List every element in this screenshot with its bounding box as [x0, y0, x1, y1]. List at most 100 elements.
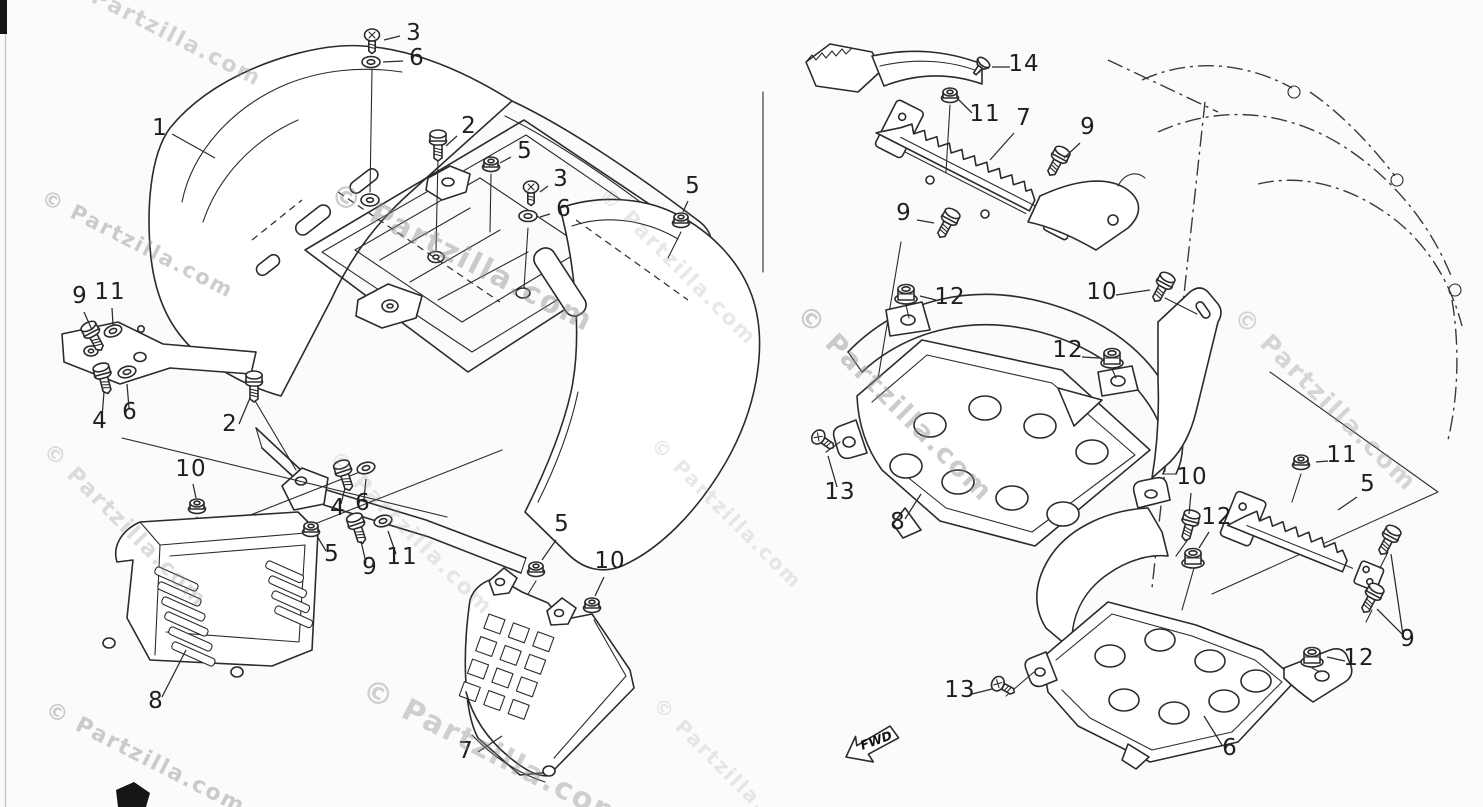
- callout-1: 1: [152, 115, 216, 159]
- scan-artifact-bottom-left: [116, 782, 150, 807]
- part-number-label: 6: [355, 490, 371, 516]
- callout-4: 4: [92, 391, 107, 434]
- part-number-label: 11: [1326, 442, 1357, 468]
- part-number-label: 4: [330, 495, 346, 521]
- leader-line: [383, 35, 401, 41]
- leader-line: [957, 98, 973, 114]
- callout-9: 9: [1376, 553, 1415, 652]
- leader-line: [477, 735, 503, 753]
- callout-6: 6: [355, 478, 371, 516]
- leader-line: [340, 487, 346, 505]
- part-number-label: 12: [1052, 337, 1083, 363]
- screw-icon: [522, 180, 540, 207]
- leader-line: [161, 649, 187, 698]
- part-number-label: 6: [556, 196, 572, 222]
- callout-11: 11: [957, 98, 1000, 127]
- callout-7: 7: [989, 105, 1031, 161]
- part-number-label: 9: [362, 554, 378, 580]
- nut-icon: [671, 212, 691, 229]
- leader-line: [1315, 460, 1329, 463]
- leader-line: [1203, 715, 1223, 746]
- bolt-icon: [931, 205, 963, 243]
- part-number-label: 9: [896, 200, 912, 226]
- callout-10: 10: [175, 456, 206, 499]
- leader-line: [541, 539, 557, 561]
- callout-11: 11: [1315, 442, 1357, 468]
- part-number-label: 10: [594, 548, 625, 574]
- leader-line: [171, 133, 216, 159]
- leader-line: [916, 219, 935, 224]
- nut-icon: [301, 521, 321, 538]
- leader-line: [387, 530, 397, 555]
- bolt-icon: [1372, 522, 1404, 560]
- callout-11: 11: [94, 279, 125, 326]
- part-number-label: 12: [1201, 504, 1232, 530]
- leader-line: [989, 132, 1015, 161]
- part-number-label: 11: [969, 101, 1000, 127]
- part-number-label: 9: [1080, 114, 1096, 140]
- part-number-label: 11: [386, 544, 417, 570]
- part-number-label: 5: [1360, 471, 1376, 497]
- callout-9: 9: [72, 283, 93, 331]
- part-number-label: 5: [517, 138, 533, 164]
- leader-line: [1326, 656, 1346, 662]
- watermark-text: © Partzilla.com: [57, 0, 265, 92]
- callout-9: 9: [1063, 114, 1096, 159]
- part-number-label: 12: [934, 284, 965, 310]
- part-number-label: 6: [409, 45, 425, 71]
- part-number-label: 3: [553, 166, 569, 192]
- bolt-icon: [344, 510, 372, 547]
- leader-line: [594, 576, 605, 597]
- bolt-icon: [1041, 143, 1073, 181]
- leader-line: [1115, 289, 1151, 296]
- callout-2: 2: [222, 397, 251, 437]
- leader-line: [192, 483, 197, 499]
- watermark-text: © Partzilla.com: [324, 447, 498, 621]
- callout-13: 13: [824, 455, 855, 505]
- leader-line: [126, 383, 130, 409]
- rear-fender-assembly-art: [61, 44, 761, 783]
- callout-4: 4: [330, 487, 346, 521]
- part-number-label: 9: [72, 283, 88, 309]
- leader-line: [1081, 356, 1100, 359]
- nut-icon: [940, 87, 960, 104]
- leader-line: [971, 688, 993, 695]
- leader-line: [101, 391, 105, 418]
- part-number-label: 1: [152, 115, 168, 141]
- callout-12: 12: [1052, 337, 1100, 363]
- washer-icon: [518, 209, 538, 223]
- part-number-label: 3: [406, 20, 422, 46]
- callout-8: 8: [148, 649, 187, 714]
- part-number-label: 13: [824, 479, 855, 505]
- bolt-icon: [1146, 269, 1178, 307]
- leader-line: [238, 397, 251, 425]
- leader-line: [539, 213, 551, 218]
- grommet-icon: [1181, 547, 1205, 569]
- leader-line: [316, 535, 327, 552]
- callout-5: 5: [1337, 471, 1376, 511]
- leader-line: [1376, 608, 1404, 636]
- callout-12: 12: [1198, 504, 1232, 549]
- part-number-label: 11: [94, 279, 125, 305]
- callout-5: 5: [316, 535, 339, 567]
- grid-cells: [458, 613, 555, 720]
- part-number-label: 2: [222, 411, 238, 437]
- part-number-label: 5: [685, 173, 701, 199]
- leader-line: [904, 493, 922, 520]
- callout-14: 14: [992, 51, 1039, 77]
- callout-10: 10: [1086, 279, 1151, 305]
- stand-footrest-assembly-art: [762, 43, 1463, 770]
- callout-12: 12: [1326, 645, 1374, 671]
- part-number-label: 5: [554, 511, 570, 537]
- screw-icon: [988, 673, 1019, 700]
- leader-line: [363, 478, 367, 500]
- washer-icon: [361, 55, 381, 69]
- callout-9: 9: [360, 540, 378, 580]
- part-number-label: 6: [122, 399, 138, 425]
- part-number-label: 10: [1086, 279, 1117, 305]
- leader-line: [1198, 531, 1210, 549]
- callout-10: 10: [1176, 464, 1207, 515]
